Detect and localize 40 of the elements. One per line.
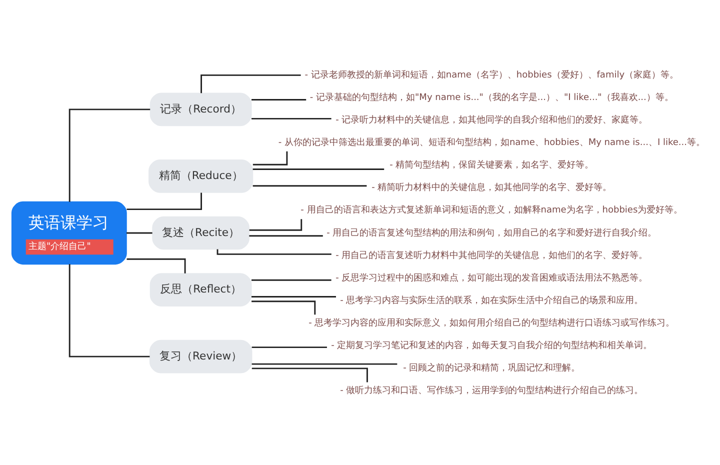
connector (252, 296, 336, 297)
node-text: - 记录老师教授的新单词和短语，如name（名字）、hobbies（爱好）、family（家庭）等。 (304, 70, 679, 80)
connector (252, 98, 306, 100)
node-text: - 从你的记录中筛选出最重要的单词、短语和句型结构，如name、hobbies、My name is...、I like...等。 (278, 138, 705, 148)
connector (249, 218, 302, 230)
node-text: - 回顾之前的记录和精简，巩固记忆和理解。 (403, 363, 580, 374)
connector (252, 346, 327, 348)
node-text: - 用自己的语言和表达方式复述新单词和短语的意义，如解释name为名字，hobbies为爱好等。 (300, 205, 683, 216)
node-box: 记录（Record） (150, 92, 252, 126)
connector (252, 150, 288, 165)
node-text: - 记录听力材料中的关键信息，如其他同学的自我介绍和他们的爱好、家庭等。 (336, 115, 648, 126)
node-box: 复述（Recite） (152, 216, 250, 250)
node-text: - 反思学习过程中的困惑和难点，如可能出现的发音困难或语法用法不熟悉等。 (336, 272, 648, 283)
node-text: - 用自己的语言复述句型结构的用法和例句，如用自己的名字和爱好进行自我介绍。 (326, 228, 657, 238)
node-text: - 精简句型结构，保留关键要素，如名字、爱好等。 (390, 160, 594, 170)
node-text: - 思考学习内容的应用和实际意义，如如何用介绍自己的句型结构进行口语练习或写作练习。 (308, 318, 675, 328)
connector (216, 248, 332, 254)
connector (126, 192, 202, 210)
node-box: 精简（Reduce） (148, 159, 254, 192)
node-text: - 定期复习学习笔记和复述的内容，如每天复习自我介绍的句型结构和相关单词。 (331, 340, 652, 350)
node-text: - 思考学习内容与实际生活的联系，如在实际生活中介绍自己的场景和应用。 (340, 295, 644, 306)
node-text: - 精简听力材料中的关键信息，如其他同学的名字、爱好等。 (372, 182, 612, 193)
connector (68, 264, 150, 357)
connector (126, 232, 152, 234)
node-box: 复习（Review） (149, 339, 252, 373)
node-box: 英语课学习 主题"介绍自己" (11, 200, 127, 264)
node-text: - 做听力练习和口语、写作练习，运用学到的句型结构进行介绍自己的练习。 (340, 386, 644, 396)
connector (252, 184, 367, 186)
connector (252, 168, 384, 170)
connector (68, 108, 150, 202)
node-box: 反思（Reflect） (150, 272, 252, 306)
connector (200, 74, 301, 93)
connector (252, 362, 398, 364)
node-text: - 记录基础的句型结构，如"My name is..."（我的名字是...）、"I like..."（我喜欢...）等。 (310, 92, 674, 102)
connector (252, 117, 332, 119)
connector (252, 300, 316, 314)
connector (252, 278, 332, 280)
node-text: - 用自己的语言复述听力材料中其他同学的关键信息，如他们的名字、爱好等。 (336, 250, 648, 260)
connector (252, 367, 368, 382)
connector (249, 234, 323, 236)
